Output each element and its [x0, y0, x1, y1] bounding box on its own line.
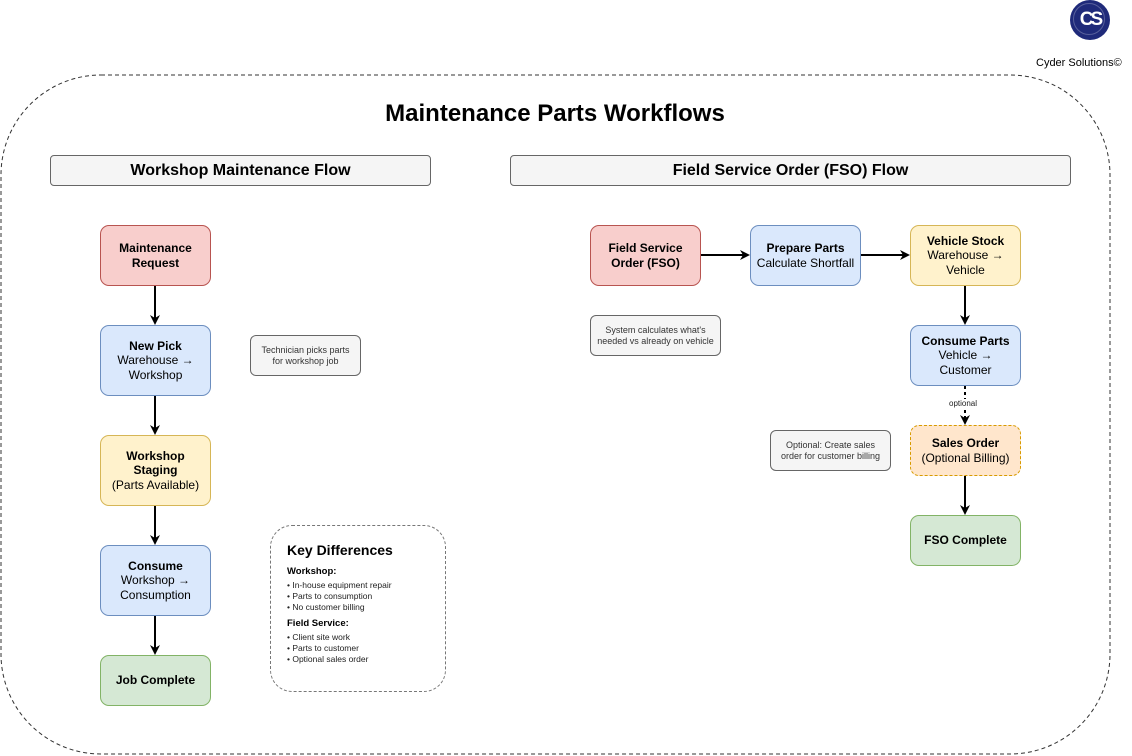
edge-label-optional: optional	[948, 399, 979, 408]
note-text: System calculates what's needed vs alrea…	[597, 324, 714, 346]
node-title: Consume	[128, 558, 183, 573]
node-title: Maintenance Request	[119, 241, 192, 270]
node-consume-parts[interactable]: Consume Parts Vehicle → Customer	[910, 325, 1021, 386]
note-text: Technician picks parts for workshop job	[261, 344, 350, 366]
node-sales-order[interactable]: Sales Order (Optional Billing)	[910, 425, 1021, 476]
node-prepare-parts[interactable]: Prepare Parts Calculate Shortfall	[750, 225, 861, 286]
key-differences-heading: Key Differences	[287, 542, 393, 558]
key-item: • No customer billing	[287, 602, 365, 612]
key-group-workshop: Workshop: • In-house equipment repair • …	[287, 566, 429, 613]
note-text: Optional: Create sales order for custome…	[780, 439, 881, 461]
section-fso-label: Field Service Order (FSO) Flow	[672, 161, 909, 179]
note-sales-order: Optional: Create sales order for custome…	[770, 430, 891, 471]
key-item: • In-house equipment repair	[287, 580, 392, 590]
note-shortfall: System calculates what's needed vs alrea…	[590, 315, 721, 356]
logo-ring	[1073, 3, 1105, 35]
node-maintenance-request[interactable]: Maintenance Request	[100, 225, 211, 286]
node-workshop-staging[interactable]: Workshop Staging (Parts Available)	[100, 435, 211, 506]
node-title: Sales Order	[931, 436, 1000, 450]
brand-name: Cyder Solutions©	[1036, 57, 1122, 69]
note-technician-picks: Technician picks parts for workshop job	[250, 335, 361, 376]
node-title: Consume Parts	[921, 333, 1010, 348]
section-header-fso: Field Service Order (FSO) Flow	[510, 155, 1071, 186]
node-subtitle: Vehicle → Customer	[938, 348, 993, 377]
node-title: Vehicle Stock	[926, 233, 1005, 248]
node-title: FSO Complete	[924, 533, 1007, 548]
node-title: Workshop Staging	[126, 448, 185, 478]
node-subtitle: Warehouse → Vehicle	[927, 248, 1004, 277]
node-vehicle-stock[interactable]: Vehicle Stock Warehouse → Vehicle	[910, 225, 1021, 286]
node-new-pick[interactable]: New Pick Warehouse → Workshop	[100, 325, 211, 396]
key-group-field-service: Field Service: • Client site work • Part…	[287, 618, 429, 665]
section-workshop-label: Workshop Maintenance Flow	[130, 161, 351, 179]
node-subtitle: Warehouse → Workshop	[117, 353, 194, 382]
node-consume[interactable]: Consume Workshop → Consumption	[100, 545, 211, 616]
key-group-label: Workshop:	[287, 566, 337, 577]
node-subtitle: Calculate Shortfall	[756, 255, 855, 270]
node-subtitle: (Optional Billing)	[921, 450, 1010, 465]
node-fso-complete[interactable]: FSO Complete	[910, 515, 1021, 566]
node-subtitle: Workshop → Consumption	[120, 573, 191, 602]
key-item: • Client site work	[287, 632, 350, 642]
diagram-title: Maintenance Parts Workflows	[385, 100, 725, 127]
node-title: Field Service Order (FSO)	[608, 241, 683, 270]
node-title: New Pick	[129, 338, 182, 353]
key-differences-box: Key Differences Workshop: • In-house equ…	[270, 525, 446, 692]
section-header-workshop: Workshop Maintenance Flow	[50, 155, 431, 186]
key-group-label: Field Service:	[287, 618, 349, 629]
node-title: Prepare Parts	[766, 241, 845, 255]
outer-container	[0, 74, 1111, 755]
node-subtitle: (Parts Available)	[111, 477, 200, 492]
key-item: • Optional sales order	[287, 654, 369, 664]
key-item: • Parts to consumption	[287, 591, 373, 601]
node-title: Job Complete	[115, 673, 196, 688]
node-field-service-order[interactable]: Field Service Order (FSO)	[590, 225, 701, 286]
key-item: • Parts to customer	[287, 643, 359, 653]
node-job-complete[interactable]: Job Complete	[100, 655, 211, 706]
